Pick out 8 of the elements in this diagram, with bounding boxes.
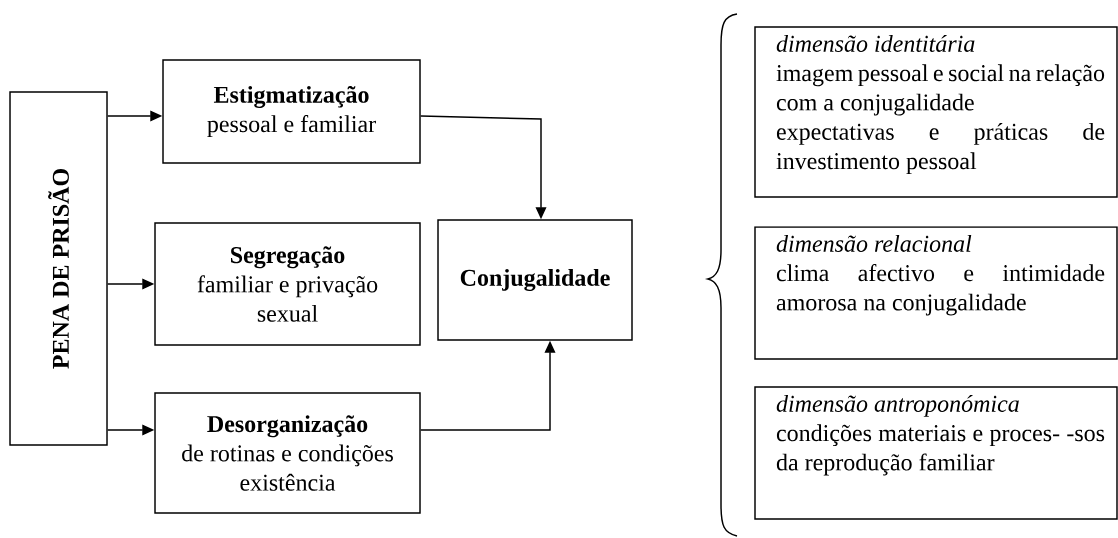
- dimension-box: dimensão relacional clima afectivo e intimidade amorosa na conjugalidade: [754, 226, 1118, 360]
- process-box: Segregação familiar e privação sexual: [154, 222, 421, 346]
- process-box: Conjugalidade: [437, 219, 633, 341]
- dimension-box: dimensão antroponómica condições materiais e proces- -sos da reprodução familiar: [754, 386, 1118, 520]
- dimension-box: dimensão identitária imagem pessoal e social na relação com a conjugalidade expectativas e práticas de investimento pessoal: [754, 26, 1118, 198]
- label-box: PENA DE PRISÃO: [9, 91, 108, 446]
- process-box: Estigmatização pessoal e familiar: [162, 59, 421, 164]
- process-box: Desorganização de rotinas e condições existência: [154, 392, 421, 514]
